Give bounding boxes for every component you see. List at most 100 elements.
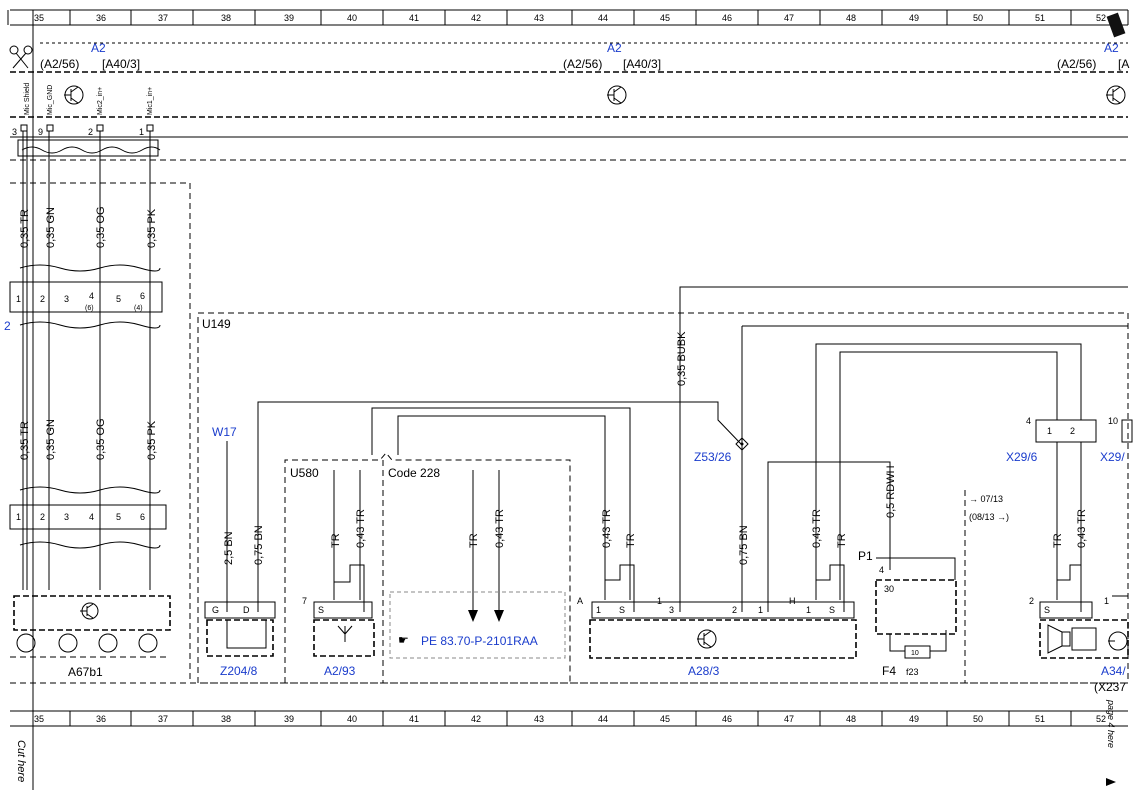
a34-connector — [1039, 601, 1093, 619]
pin-number: 3 — [64, 294, 69, 304]
f4-label: F4 — [882, 664, 896, 678]
wire-label: 0,43 TR — [1076, 509, 1088, 548]
col-label: 39 — [284, 714, 294, 724]
arrow-right-icon — [1106, 778, 1116, 786]
transistor-icon — [697, 629, 717, 649]
pin-alt: (6) — [85, 305, 94, 312]
module-code[interactable]: A2 — [91, 41, 106, 55]
pe-reference-link[interactable]: PE 83.70-P-2101RAA — [421, 634, 538, 648]
pin-number: 2 — [40, 512, 45, 522]
a28-3-link[interactable]: A28/3 — [688, 664, 720, 678]
wire-label: TR — [625, 533, 637, 548]
module-sub: [A40/3] — [623, 57, 661, 71]
speaker-icon — [1047, 624, 1097, 654]
pin-label: 4 — [879, 565, 884, 575]
pin-number: 1 — [16, 512, 21, 522]
col-label: 46 — [722, 13, 732, 23]
wire-label: 0,35 OG — [95, 206, 107, 248]
pin-signal-label: Mic1_in+ — [147, 87, 154, 115]
x29-6-connector — [1035, 419, 1097, 443]
pin-label: 1 — [1047, 426, 1052, 436]
w17-link[interactable]: W17 — [212, 425, 237, 439]
wire-label: TR — [468, 533, 480, 548]
transistor-icon — [1108, 631, 1128, 651]
variant-label: U580 — [290, 466, 319, 480]
col-label: 35 — [34, 13, 44, 23]
a2-93-link[interactable]: A2/93 — [324, 664, 356, 678]
col-label: 51 — [1035, 13, 1045, 23]
wire-label: 0,35 PK — [146, 208, 158, 248]
date-note: → 07/13 — [969, 494, 1003, 504]
pin-number: 4 — [89, 512, 94, 522]
shield-sheath — [17, 139, 159, 157]
pin-label: 1 — [596, 605, 601, 615]
fuse-value: 10 — [911, 650, 919, 657]
a34-body — [1039, 619, 1129, 659]
f4-body — [875, 579, 957, 635]
pin-label: 10 — [1108, 416, 1118, 426]
col-label: 50 — [973, 13, 983, 23]
transistor-icon — [607, 85, 627, 105]
pin-signal-label: Mic2_in+ — [97, 87, 104, 115]
pin-label: S — [829, 605, 835, 615]
variant-label: Code 228 — [388, 466, 440, 480]
pin-number: 5 — [116, 512, 121, 522]
pin-label: A — [577, 596, 583, 606]
module-sub: (A2/56) — [1057, 57, 1096, 71]
pin-label: S — [619, 605, 625, 615]
wire-label: 0,75 BN — [738, 525, 750, 565]
col-label: 40 — [347, 714, 357, 724]
pin-number: 2 — [88, 127, 93, 137]
pin-label: 2 — [732, 605, 737, 615]
module-code[interactable]: A2 — [1104, 41, 1119, 55]
col-label: 42 — [471, 13, 481, 23]
col-label: 47 — [784, 13, 794, 23]
pin-number: 6 — [140, 291, 145, 301]
module-code[interactable]: A2 — [607, 41, 622, 55]
a2-93-body — [313, 619, 375, 657]
wire-label: TR — [1052, 533, 1064, 548]
pin-label: 1 — [657, 596, 662, 606]
col-label: 52 — [1096, 714, 1106, 724]
col-label: 37 — [158, 714, 168, 724]
transistor-icon — [1106, 85, 1126, 105]
pin-signal-label: Mic Shield — [24, 83, 31, 115]
date-note: (08/13 →) — [969, 512, 1009, 522]
module-sub: [A40/3] — [102, 57, 140, 71]
a28-3-body — [589, 619, 857, 659]
f23-label: f23 — [906, 667, 919, 677]
component-label: A67b1 — [68, 665, 103, 679]
x237-label: (X237 — [1094, 680, 1126, 694]
fuse-icon — [904, 645, 931, 659]
col-label: 39 — [284, 13, 294, 23]
page-here-text: page 4 here — [1106, 699, 1116, 748]
pin-label: S — [1044, 605, 1050, 615]
wire-label: 0,35 PK — [146, 420, 158, 460]
x29-6-link[interactable]: X29/6 — [1006, 450, 1038, 464]
col-label: 44 — [598, 13, 608, 23]
col-label: 51 — [1035, 714, 1045, 724]
pin-number: 1 — [139, 127, 144, 137]
z204-link[interactable]: Z204/8 — [220, 664, 258, 678]
pin-number: 6 — [140, 512, 145, 522]
col-label: 43 — [534, 714, 544, 724]
connector-a: 1 2 3 4 (6) 5 6 (4) — [9, 264, 163, 329]
pin-number: 4 — [89, 291, 94, 301]
wire-label: 0,35 TR — [19, 421, 31, 460]
x29-link[interactable]: X29/ — [1100, 450, 1125, 464]
a34-link[interactable]: A34/ — [1101, 664, 1126, 678]
col-label: 38 — [221, 714, 231, 724]
z204-body — [206, 619, 274, 657]
col-label: 49 — [909, 13, 919, 23]
wire-label: 0,43 TR — [494, 509, 506, 548]
pin-number: 1 — [16, 294, 21, 304]
pin-label: 3 — [669, 605, 674, 615]
pin-label: G — [212, 605, 219, 615]
pin-label: 1 — [1104, 596, 1109, 606]
a67b1-component — [10, 595, 171, 658]
cut-here-text: Cut here — [15, 740, 27, 782]
wire-label: 0,35 OG — [95, 418, 107, 460]
left-wires — [22, 131, 151, 590]
z53-26-link[interactable]: Z53/26 — [694, 450, 732, 464]
